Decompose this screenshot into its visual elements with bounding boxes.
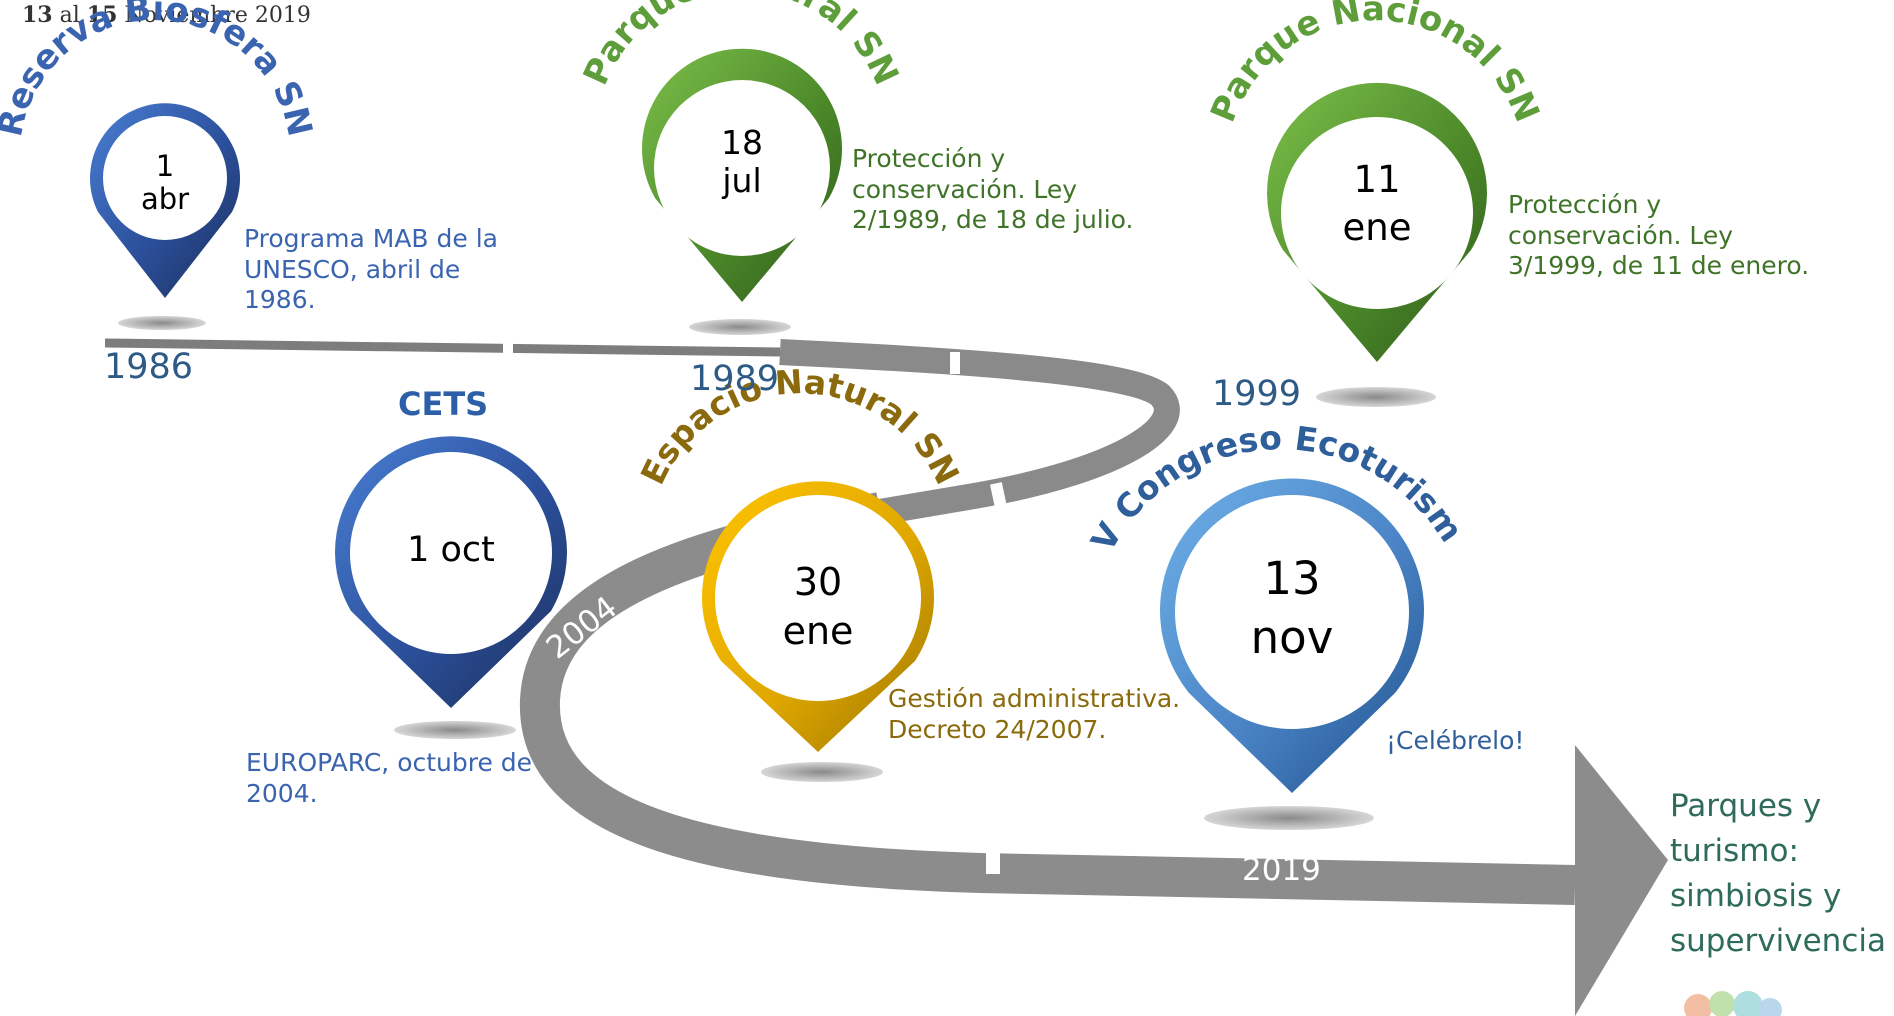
milestone-year: 1989: [690, 359, 780, 399]
milestone-year: 1999: [1212, 374, 1302, 414]
pin-2004: [335, 436, 567, 708]
pin-shadow: [761, 762, 883, 782]
milestone-year: 1986: [104, 347, 194, 387]
timeline-arrowhead: [1575, 745, 1668, 1016]
milestone-description: EUROPARC, octubre de 2004.: [246, 748, 533, 808]
pin-date: 1 abr: [140, 149, 190, 217]
pin-date: 1 oct: [407, 530, 495, 570]
event-date: 13 al 15 Noviembre 2019: [22, 2, 311, 28]
pin-date: 18 jul: [721, 123, 763, 200]
pin-2019: [1160, 478, 1424, 793]
pin-shadow: [118, 316, 206, 330]
pin-1986: [90, 103, 240, 298]
milestone-description: Gestión administrativa. Decreto 24/2007.: [888, 684, 1181, 744]
milestone-description: Protección y conservación. Ley 2/1989, d…: [852, 144, 1134, 234]
pin-1989: [642, 48, 842, 302]
milestone-description: Programa MAB de la UNESCO, abril de 1986…: [244, 224, 498, 314]
milestone-description: Protección y conservación. Ley 3/1999, d…: [1508, 190, 1810, 280]
decorative-blur: [1684, 991, 1782, 1016]
timeline-road: [104, 335, 1668, 1016]
milestone-title: Espacio Natural SN: [633, 362, 967, 491]
milestone-title: CETS: [398, 385, 489, 423]
milestone-description: ¡Celébrelo!: [1386, 726, 1525, 755]
pin-date: 13 nov: [1250, 552, 1334, 664]
pin-shadow: [394, 721, 516, 739]
pin-date: 30 ene: [782, 560, 854, 654]
pin-date: 11 ene: [1342, 158, 1412, 250]
pin-2007: [702, 481, 934, 752]
road-year-2019: 2019: [1242, 852, 1321, 888]
pin-shadow: [689, 319, 791, 335]
pin-shadow: [1316, 387, 1436, 407]
closing-text: Parques y turismo: simbiosis y supervive…: [1670, 788, 1886, 959]
pin-1999: [1266, 82, 1487, 362]
pin-shadow: [1204, 806, 1374, 830]
